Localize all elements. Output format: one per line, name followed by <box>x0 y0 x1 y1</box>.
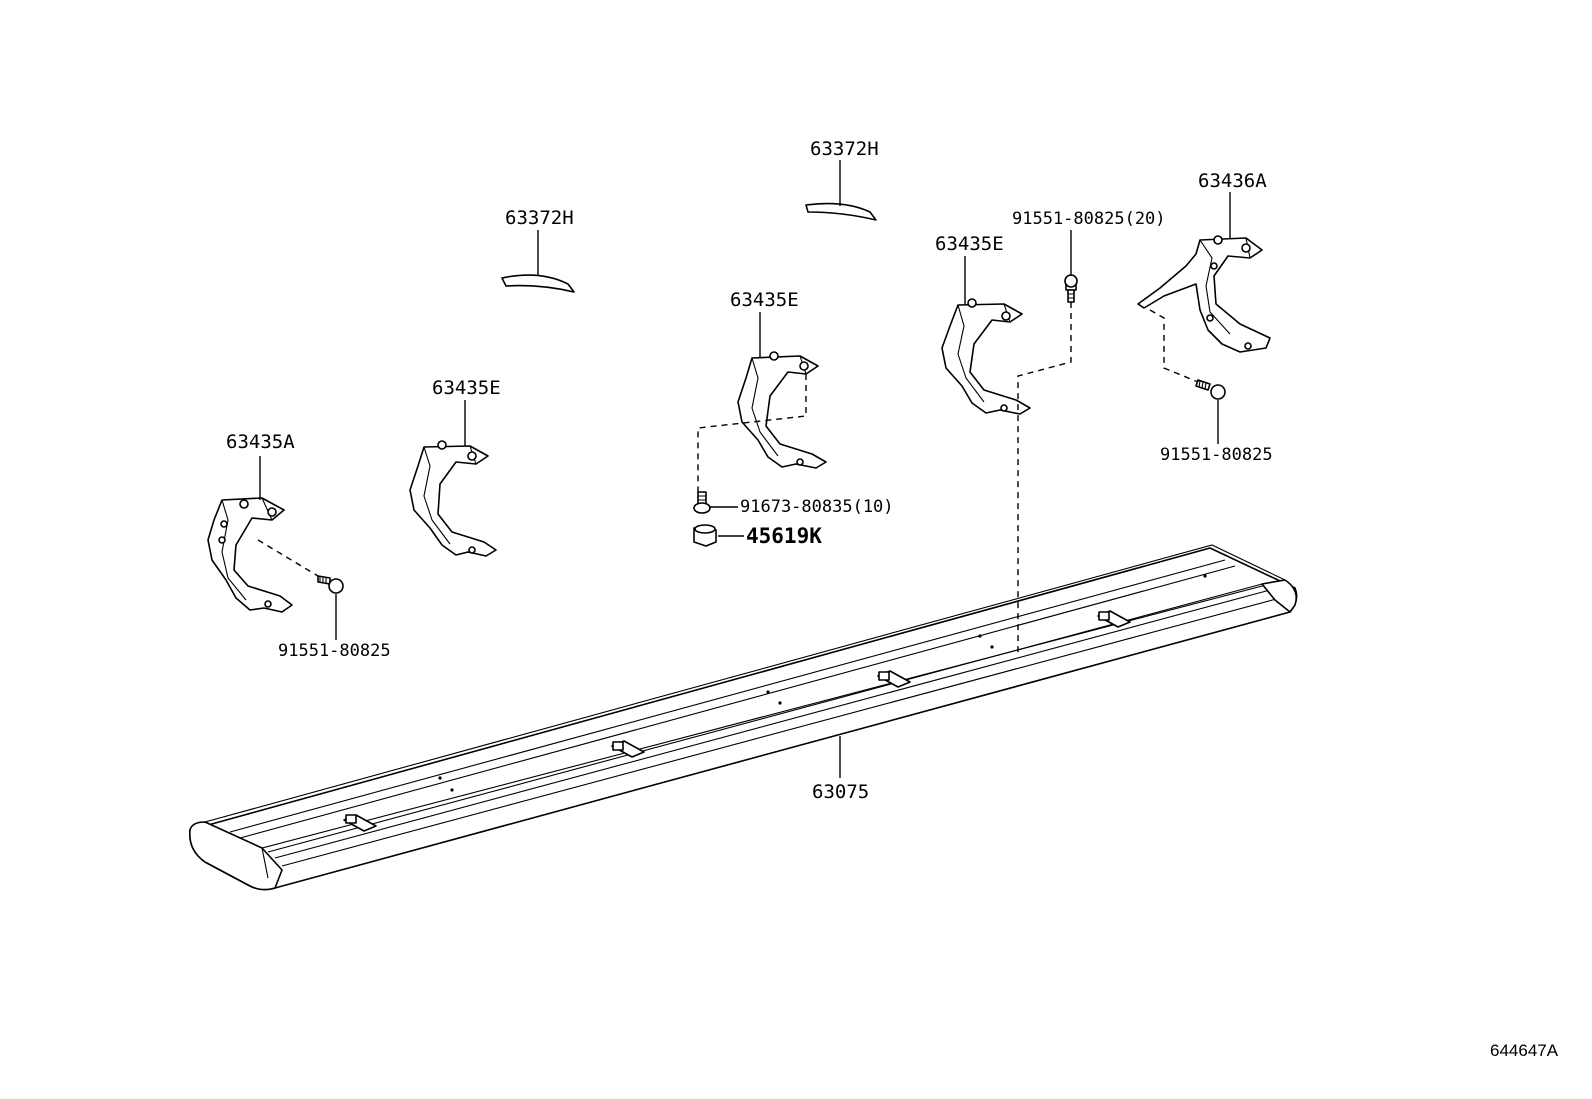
label-bolt-right: 91551-80825 <box>1160 445 1273 465</box>
bolt-center[interactable] <box>693 491 711 514</box>
board-clip-1 <box>343 814 377 832</box>
label-pad-right: 63372H <box>810 138 879 160</box>
bracket-4[interactable] <box>941 298 1031 415</box>
pad-right[interactable] <box>805 202 877 221</box>
pad-left[interactable] <box>501 274 575 293</box>
label-bolt-top: 91551-80825(20) <box>1012 209 1166 229</box>
bracket-front[interactable] <box>207 497 293 613</box>
label-bracket-4: 63435E <box>935 233 1004 255</box>
label-bracket-rear: 63436A <box>1198 170 1267 192</box>
bolt-right[interactable] <box>1195 379 1226 400</box>
nut-center[interactable] <box>693 524 717 547</box>
label-pad-left: 63372H <box>505 207 574 229</box>
bracket-rear[interactable] <box>1137 235 1271 353</box>
bracket-2[interactable] <box>409 440 497 557</box>
label-bolt-center: 91673-80835(10) <box>740 497 894 517</box>
label-bracket-3: 63435E <box>730 289 799 311</box>
running-board[interactable] <box>188 544 1298 891</box>
board-clip-3 <box>877 670 911 688</box>
bracket-3[interactable] <box>737 351 827 469</box>
board-clip-2 <box>611 740 645 758</box>
label-bolt-left: 91551-80825 <box>278 641 391 661</box>
label-nut-center: 45619K <box>746 524 822 548</box>
bolt-top[interactable] <box>1064 274 1078 303</box>
bolt-left[interactable] <box>317 575 344 594</box>
label-running-board: 63075 <box>812 781 869 803</box>
label-bracket-front: 63435A <box>226 431 295 453</box>
label-bracket-2: 63435E <box>432 377 501 399</box>
figure-id: 644647A <box>1490 1041 1559 1060</box>
board-clip-4 <box>1097 610 1131 628</box>
